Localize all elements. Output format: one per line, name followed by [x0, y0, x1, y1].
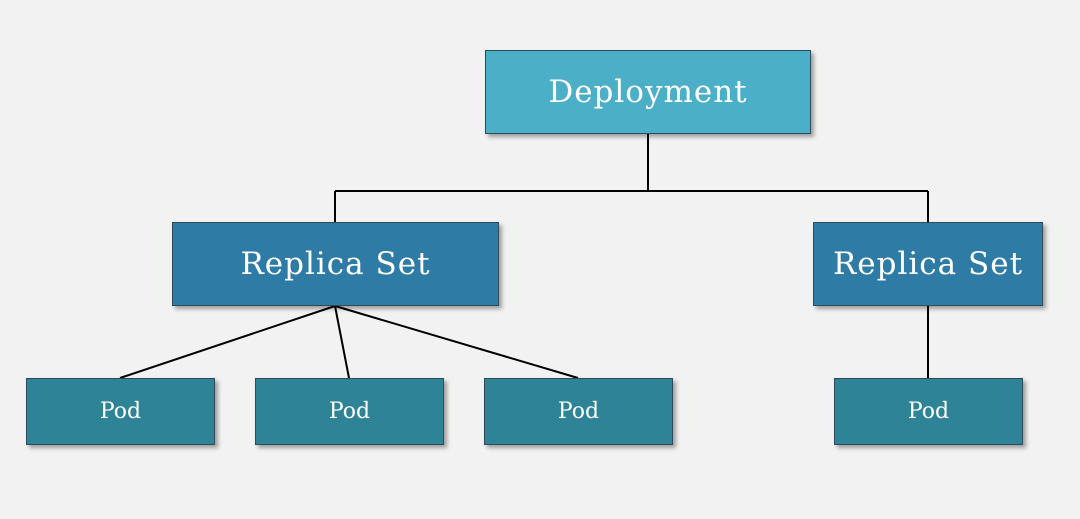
pod-node-4: Pod [834, 378, 1023, 445]
pod-label-4: Pod [907, 399, 950, 424]
edge-replicaset-pod-3 [334, 305, 579, 379]
replicaset-label-right: Replica Set [832, 246, 1024, 282]
replicaset-node-left: Replica Set [172, 222, 499, 306]
deployment-node: Deployment [485, 50, 811, 134]
pod-node-3: Pod [484, 378, 673, 445]
pod-label-2: Pod [328, 399, 371, 424]
deployment-label: Deployment [548, 74, 748, 110]
replicaset-label-left: Replica Set [240, 246, 431, 282]
replicaset-node-right: Replica Set [813, 222, 1043, 306]
pod-node-1: Pod [26, 378, 215, 445]
pod-label-3: Pod [557, 399, 600, 424]
pod-node-2: Pod [255, 378, 444, 445]
pod-label-1: Pod [99, 399, 142, 424]
edge-replicaset-pod-2 [334, 305, 350, 379]
edge-replicaset-pod-1 [119, 305, 336, 379]
